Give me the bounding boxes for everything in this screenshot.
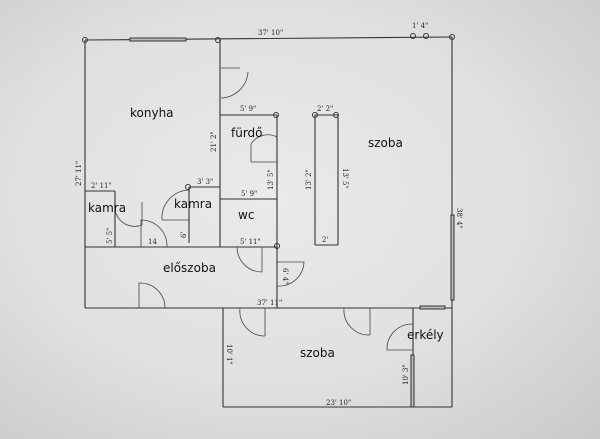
room-wc: wc (238, 208, 254, 222)
dim-wc-width: 5' 9" (241, 190, 257, 198)
dim-top-width: 37' 10" (258, 29, 283, 37)
room-szoba-bottom: szoba (300, 346, 335, 360)
dim-szoba-right-height: 13' 5" (341, 168, 349, 189)
dim-hall-height: 6' 4" (281, 268, 289, 284)
dim-lower-right-height: 10' 3" (402, 364, 410, 385)
dim-furdo-height: 13' 5" (267, 169, 275, 190)
dim-kamra-bottom: 14 (148, 238, 157, 246)
dim-kamra-width: 2' 11" (91, 182, 112, 190)
dim-bottom-width: 37' 11" (257, 299, 282, 307)
dim-inner-height: 21' 2" (210, 131, 218, 152)
dim-lower-width: 23' 10" (326, 399, 351, 407)
room-furdo: fürdő (231, 126, 263, 140)
dim-szoba-bottom-gap: 2' (322, 236, 328, 244)
walls (84, 36, 453, 408)
room-szoba-top: szoba (368, 136, 403, 150)
doors (114, 67, 414, 351)
windows (129, 37, 455, 408)
room-eloszoba: előszoba (163, 261, 216, 275)
dim-kamra-height: 5' 5" (106, 228, 114, 244)
room-konyha: konyha (130, 106, 174, 120)
dim-left-height: 27' 11" (75, 161, 83, 186)
room-erkely: erkély (407, 328, 444, 342)
dimension-labels: 37' 10" 1' 4" 5' 9" 2' 2" 21' 2" 13' 5" … (75, 22, 463, 407)
room-labels: konyha fürdő szoba kamra kamra wc előszo… (88, 106, 444, 360)
dim-top-small: 1' 4" (412, 22, 428, 30)
room-kamra-left: kamra (88, 201, 126, 215)
nodes (82, 33, 455, 249)
dim-szoba-gap: 2' 2" (317, 105, 333, 113)
dim-lower-left-height: 10' 1" (225, 344, 233, 365)
dim-wc-bottom: 5' 11" (240, 238, 261, 246)
dim-kamra2-height: 6' (180, 232, 188, 238)
room-kamra-mid: kamra (174, 197, 212, 211)
dim-kamra2-width: 3' 3" (197, 178, 213, 186)
dim-right-height: 38' 4" (455, 208, 463, 229)
dim-szoba-left-height: 13' 2" (305, 169, 313, 190)
dim-furdo-width: 5' 9" (240, 105, 256, 113)
